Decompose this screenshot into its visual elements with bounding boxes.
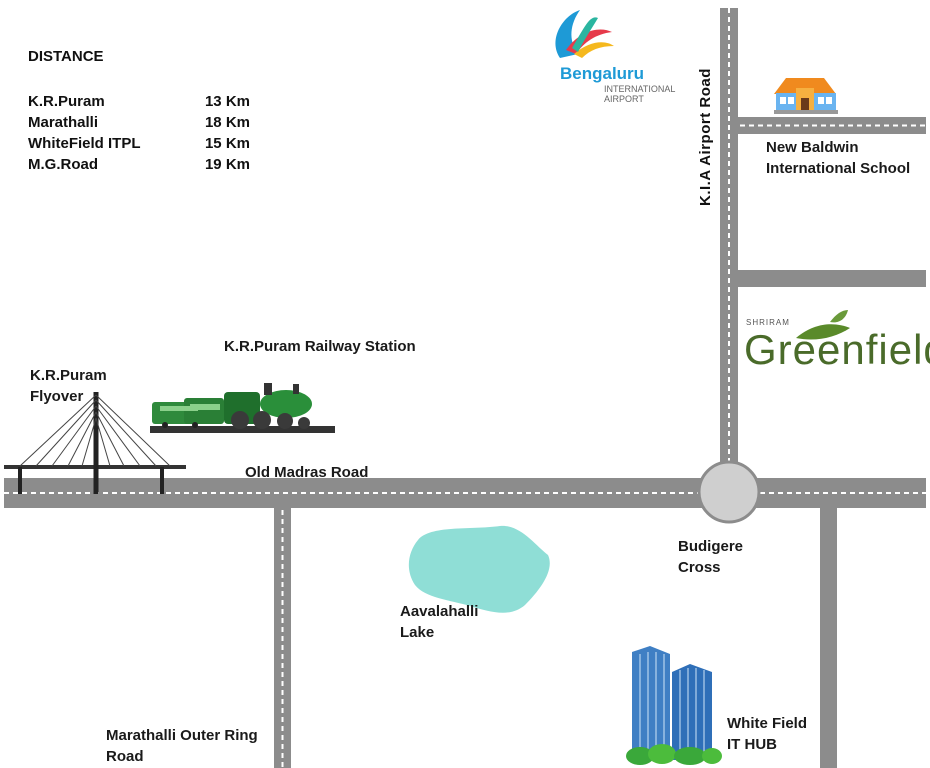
railway-station-label: K.R.Puram Railway Station xyxy=(224,338,416,355)
distance-km: 13 Km xyxy=(204,93,250,110)
project-name: Greenfield xyxy=(744,326,930,373)
distance-row: WhiteField ITPL 15 Km xyxy=(28,133,250,154)
distance-row: K.R.Puram 13 Km xyxy=(28,91,250,112)
distance-place: WhiteField ITPL xyxy=(28,135,141,152)
lake-label: Aavalahalli Lake xyxy=(400,603,479,641)
distance-row: M.G.Road 19 Km xyxy=(28,154,250,175)
greenfield-leaf-icon xyxy=(796,310,850,340)
distance-table: K.R.Puram 13 Km Marathalli 18 Km WhiteFi… xyxy=(28,91,250,175)
side-road xyxy=(738,270,926,287)
budigere-cross-label: Budigere Cross xyxy=(678,538,744,576)
flyover-label: K.R.Puram Flyover xyxy=(30,367,107,405)
old-madras-road-label: Old Madras Road xyxy=(245,464,369,481)
lake-shape xyxy=(408,525,550,613)
budigere-circle xyxy=(697,460,761,524)
outer-ring-road-label: Marathalli Outer Ring Road xyxy=(106,727,258,765)
road-network xyxy=(4,8,926,768)
train-icon xyxy=(150,383,335,433)
project-brand: SHRIRAM xyxy=(746,318,790,327)
airport-name: Bengaluru xyxy=(560,64,645,83)
distance-title: DISTANCE xyxy=(28,48,104,65)
distance-place: Marathalli xyxy=(28,114,99,131)
it-hub-icon xyxy=(626,646,722,765)
distance-km: 18 Km xyxy=(204,114,250,131)
distance-place: K.R.Puram xyxy=(28,93,105,110)
it-hub-label: White Field IT HUB xyxy=(727,715,807,753)
flyover-icon xyxy=(4,392,186,494)
distance-row: Marathalli 18 Km xyxy=(28,112,250,133)
kia-airport-road-label: K.I.A Airport Road xyxy=(697,68,714,206)
whitefield-road xyxy=(820,508,837,768)
school-label: New Baldwin International School xyxy=(766,139,911,177)
airport-subtitle: INTERNATIONAL AIRPORT xyxy=(604,84,676,104)
distance-km: 15 Km xyxy=(204,135,250,152)
airport-logo-icon xyxy=(555,10,614,58)
distance-km: 19 Km xyxy=(204,156,250,173)
school-icon xyxy=(774,78,838,114)
distance-place: M.G.Road xyxy=(28,156,98,173)
